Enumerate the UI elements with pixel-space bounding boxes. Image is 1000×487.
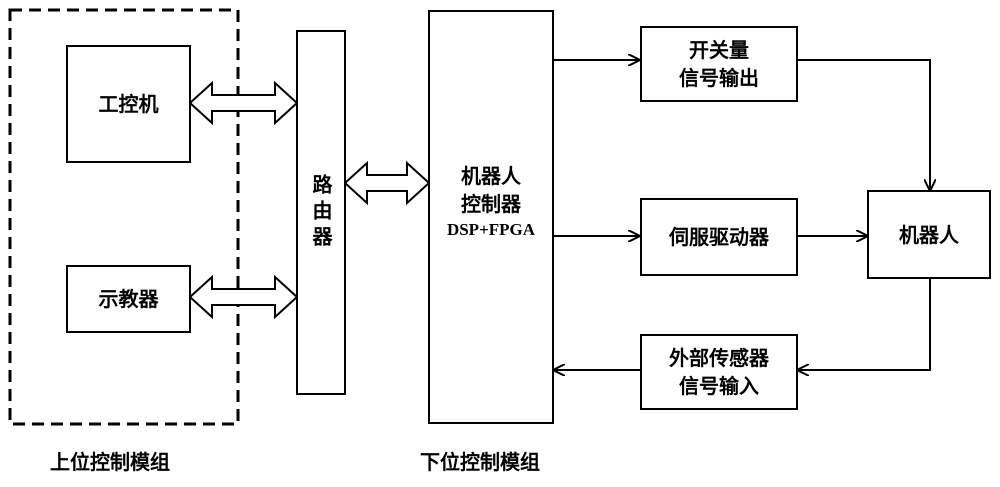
sensor-input-line-2: 信号输入 — [679, 374, 759, 398]
servo-driver-block: 伺服驱动器 — [640, 198, 798, 276]
controller-line-2: 控制器 — [460, 192, 521, 216]
robot-label: 机器人 — [899, 222, 959, 247]
sensor-input-block: 外部传感器 信号输入 — [640, 334, 798, 410]
controller-line-3: DSP+FPGA — [446, 220, 536, 239]
upper-module-caption: 上位控制模组 — [50, 450, 170, 474]
ipc-label: 工控机 — [98, 92, 159, 116]
double-arrow-router-controller — [343, 160, 431, 206]
lower-module-caption: 下位控制模组 — [420, 450, 540, 474]
sensor-input-line-1: 外部传感器 — [669, 346, 769, 370]
upper-module-boundary — [8, 8, 240, 426]
ipc-block: 工控机 — [66, 45, 191, 163]
router-label: 路由器 — [309, 173, 333, 252]
robot-block: 机器人 — [867, 190, 991, 279]
robot-controller-label: 机器人 控制器 DSP+FPGA — [447, 162, 535, 242]
double-arrow-ipc-router — [188, 80, 299, 126]
double-arrow-teach-router — [188, 274, 299, 320]
servo-driver-label: 伺服驱动器 — [669, 225, 769, 249]
sensor-input-label: 外部传感器 信号输入 — [669, 344, 769, 400]
arrow-robot-to-sensor — [799, 278, 931, 370]
switch-output-block: 开关量 信号输出 — [640, 26, 798, 102]
teach-pendant-label: 示教器 — [98, 287, 159, 311]
arrow-switch-output-to-robot — [797, 59, 930, 189]
robot-controller-block: 机器人 控制器 DSP+FPGA — [428, 10, 554, 424]
switch-output-label: 开关量 信号输出 — [679, 36, 759, 92]
controller-line-1: 机器人 — [460, 164, 521, 188]
teach-pendant-block: 示教器 — [66, 265, 191, 333]
switch-output-line-1: 开关量 — [689, 38, 749, 62]
router-block: 路由器 — [296, 30, 346, 395]
switch-output-line-2: 信号输出 — [679, 66, 759, 90]
